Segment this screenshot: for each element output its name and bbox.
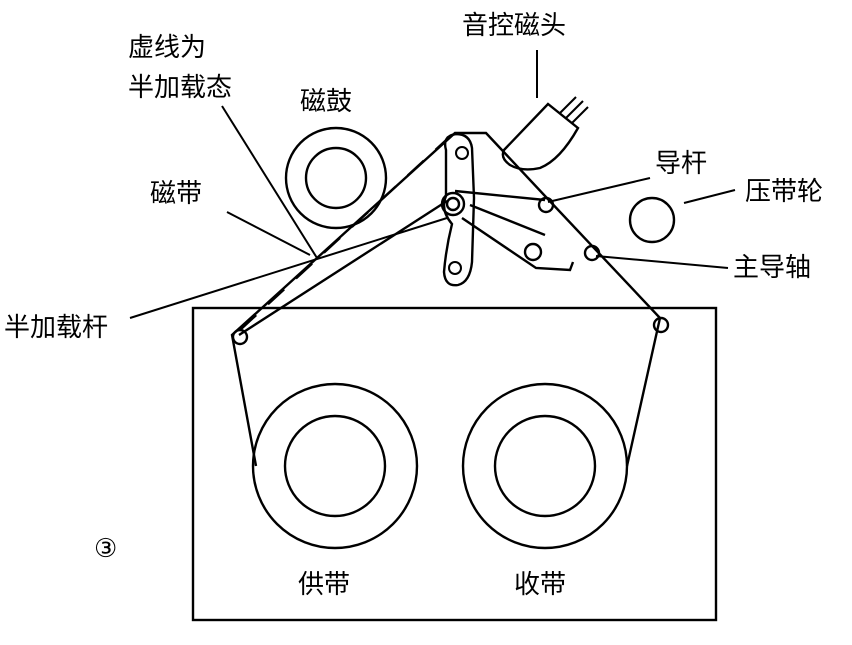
label-half-load-arm: 半加载杆	[4, 313, 108, 343]
takeup-reel	[461, 382, 629, 550]
label-dashed-line-1: 虚线为	[128, 33, 206, 63]
arm-roller-outer	[440, 191, 466, 217]
label-capstan: 主导轴	[733, 253, 811, 283]
label-audio-control-head: 音控磁头	[462, 11, 566, 41]
half-load-arm	[442, 132, 575, 287]
left-roller	[231, 328, 249, 346]
guide-pin	[537, 196, 555, 214]
audio-control-head	[501, 96, 589, 171]
label-supply-reel: 供带	[298, 570, 350, 600]
pinch-roller	[628, 196, 676, 244]
leader-lines	[129, 50, 736, 319]
half-load-dashed-path	[239, 130, 457, 331]
supply-reel	[251, 382, 419, 550]
figure-number: ③	[94, 534, 117, 564]
label-dashed-line-2: 半加载态	[128, 73, 232, 103]
head-drum	[284, 126, 388, 230]
label-drum: 磁鼓	[300, 87, 352, 117]
label-guide-pin: 导杆	[655, 149, 707, 179]
right-roller	[652, 316, 670, 334]
label-takeup-reel: 收带	[514, 570, 566, 600]
label-tape: 磁带	[150, 179, 202, 209]
capstan	[583, 244, 601, 262]
cassette-body	[191, 306, 718, 622]
arm-roller-inner	[445, 196, 461, 212]
label-pinch-roller: 压带轮	[745, 177, 823, 207]
